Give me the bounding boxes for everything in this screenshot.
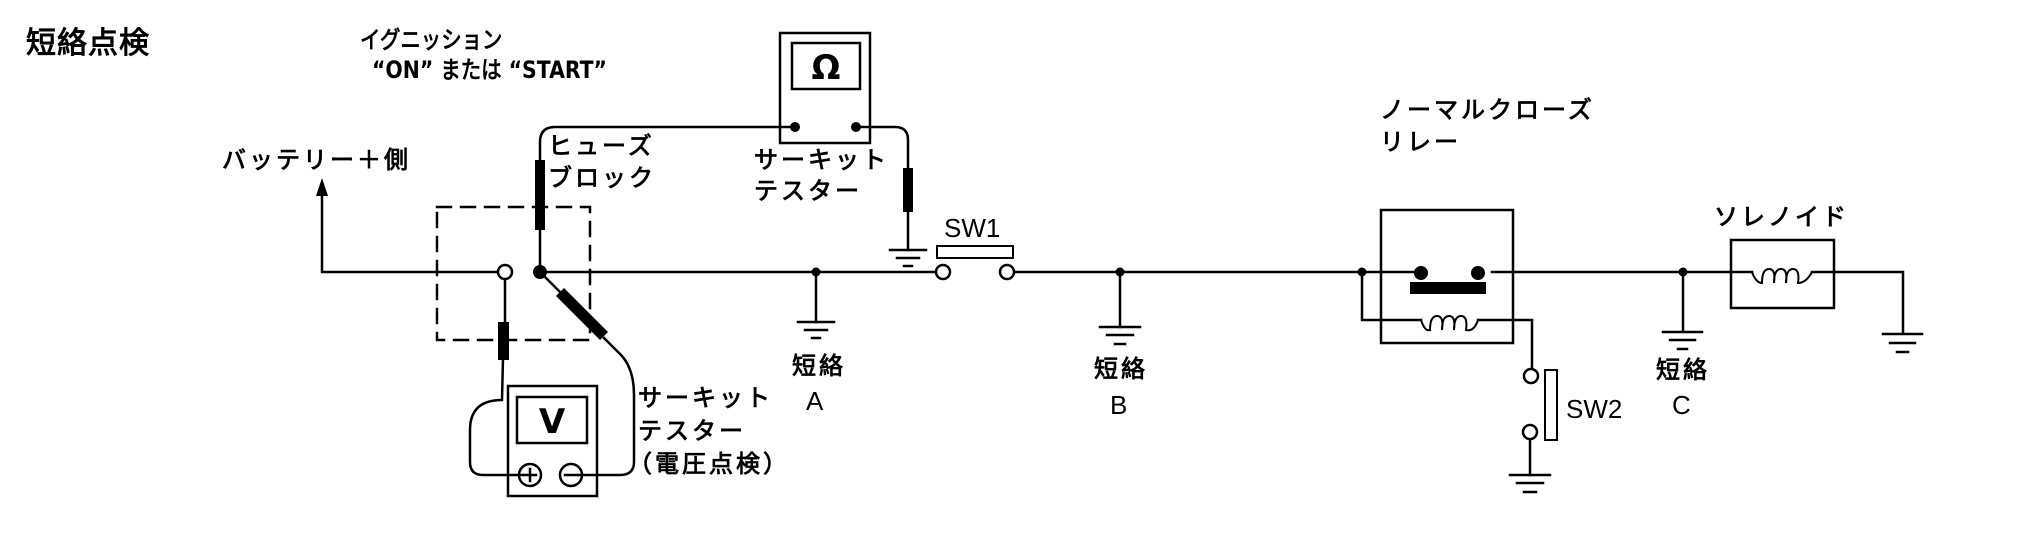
page-title: 短絡点検 <box>26 26 150 61</box>
ohm-symbol: Ω <box>812 48 841 88</box>
ohm-tester-label-line2: テスター <box>754 177 862 205</box>
relay-label-line1: ノーマルクローズ <box>1380 96 1595 124</box>
minus-terminal <box>558 462 584 488</box>
ohm-tester-display <box>790 41 862 91</box>
ground-short-a <box>796 320 836 340</box>
sw2-terminal-bottom <box>1521 423 1539 441</box>
volt-symbol: V <box>539 402 566 442</box>
relay-label-line2: リレー <box>1380 128 1461 156</box>
ground-solenoid <box>1881 332 1924 354</box>
sw2-label: SW2 <box>1566 394 1623 424</box>
sw1-actuator <box>936 245 1014 259</box>
fuse-block-label-line1: ヒューズ <box>548 132 655 160</box>
fuse-block-outline <box>435 205 592 342</box>
sw1-terminal-right <box>998 263 1016 281</box>
volt-tester-label-line2: テスター <box>638 417 746 445</box>
ground-ohm <box>888 248 928 268</box>
sw1-terminal-left <box>934 263 952 281</box>
ohm-tester-label-line1: サーキット <box>754 146 889 174</box>
v-lead-minus <box>538 270 636 477</box>
sw2-terminal-top <box>1522 367 1540 385</box>
relay-contact-left <box>1414 266 1428 280</box>
relay-contact-bar <box>1410 282 1486 294</box>
short-c-dot <box>1678 267 1688 277</box>
ohm-tester-body <box>778 31 872 145</box>
v-lead-plus <box>468 278 525 477</box>
volt-tester-display <box>515 395 589 445</box>
short-b-label: 短絡 <box>1094 355 1148 383</box>
relay-left-dot <box>1357 267 1367 277</box>
volt-tester-label-line1: サーキット <box>638 384 773 412</box>
battery-wire <box>320 192 500 274</box>
ground-short-b <box>1098 325 1142 346</box>
sw2-actuator <box>1544 369 1558 441</box>
volt-tester-body <box>506 384 599 498</box>
main-wire-4 <box>1810 270 1905 335</box>
ground-short-c <box>1661 330 1704 351</box>
short-c-letter: C <box>1672 390 1691 420</box>
probe-v-plus <box>498 322 509 360</box>
fuse-terminal-open <box>496 263 514 281</box>
probe-ohm-ground <box>903 168 913 212</box>
short-a-letter: A <box>806 386 824 416</box>
relay-box <box>1379 208 1515 345</box>
volt-tester-label-line3: （電圧点検） <box>628 450 790 478</box>
fuse-block-label-line2: ブロック <box>548 164 656 192</box>
ohm-lead-right <box>854 125 910 252</box>
probe-fuse-block <box>535 160 545 230</box>
short-a-dot <box>811 267 821 277</box>
relay-contact-right <box>1471 266 1485 280</box>
short-c-label: 短絡 <box>1656 356 1710 384</box>
solenoid-label: ソレノイド <box>1714 203 1849 231</box>
solenoid-coil <box>1750 267 1814 285</box>
ground-symbols <box>796 248 1924 494</box>
sw1-label: SW1 <box>944 213 1001 243</box>
ignition-label-line2: “ON” または “START” <box>372 56 607 84</box>
fuse-junction-dot <box>533 265 547 279</box>
probe-v-minus <box>556 288 608 340</box>
short-b-letter: B <box>1110 390 1128 420</box>
ground-sw2 <box>1508 473 1552 494</box>
battery-arrow <box>316 178 328 196</box>
ignition-label-line1: イグニッション <box>360 26 503 54</box>
relay-coil-wire <box>1360 270 1534 374</box>
short-b-dot <box>1115 267 1125 277</box>
ohm-terminal-right <box>851 122 861 132</box>
relay-coil <box>1419 314 1480 332</box>
plus-terminal <box>517 462 543 488</box>
solenoid-box <box>1729 238 1836 310</box>
ohm-terminal-left <box>790 122 800 132</box>
short-a-label: 短絡 <box>792 352 846 380</box>
battery-label: バッテリー＋側 <box>222 146 411 174</box>
